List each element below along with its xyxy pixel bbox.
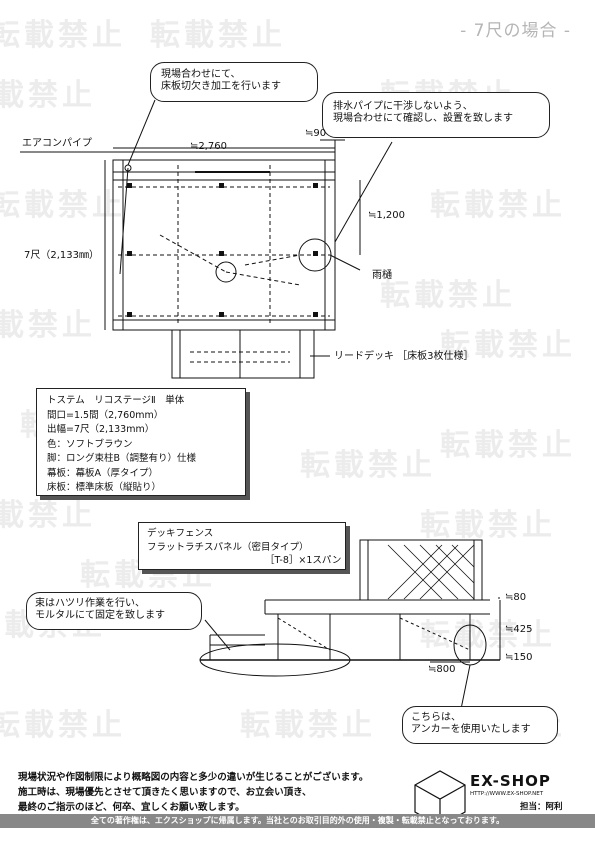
callout-cut-line-1: 現場合わせにて、 bbox=[161, 69, 241, 80]
spec-line: トステム リコステージⅡ 単体 bbox=[47, 395, 185, 406]
spec-line: 幕板：幕板A（厚タイプ） bbox=[47, 467, 158, 479]
lead-deck-label: リードデッキ ［床板3枚仕様］ bbox=[334, 351, 474, 362]
dim-depth-right: ≒1,200 bbox=[368, 210, 406, 221]
notice-line: 施工時は、現場優先とさせて頂きたく思いますので、お立会い頂き、 bbox=[18, 787, 312, 798]
notice-line: 現場状況や作図制限により概略図の内容と多少の違いが生じることがございます。 bbox=[18, 772, 369, 783]
brand-url: HTTP://WWW.EX-SHOP.NET bbox=[470, 791, 544, 797]
dim-depth-left: 7尺（2,133㎜） bbox=[24, 250, 99, 261]
callout-post: 束はハツリ作業を行い、 モルタルにて固定を致します bbox=[26, 592, 202, 630]
callout-pipe-line-2: 現場合わせにて確認し、設置を致します bbox=[333, 113, 513, 124]
callout-cut-line-2: 床板切欠き加工を行います bbox=[161, 81, 281, 92]
page-title: - 7尺の場合 - bbox=[460, 21, 571, 41]
callout-pipe: 排水パイプに干渉しないよう、 現場合わせにて確認し、設置を致します bbox=[322, 92, 550, 138]
notice-line: 最終のご指示のほど、何卒、宜しくお願い致します。 bbox=[18, 802, 245, 813]
fence-line: ［T-8］×1スパン bbox=[265, 555, 342, 566]
fence-box: デッキフェンス フラットラチスパネル（密目タイプ） ［T-8］×1スパン bbox=[138, 522, 346, 570]
spec-line: 間口=1.5間（2,760mm） bbox=[47, 409, 164, 421]
callout-anchor-line-1: こちらは、 bbox=[411, 712, 461, 723]
callout-pipe-line-1: 排水パイプに干渉しないよう、 bbox=[333, 101, 473, 112]
callout-anchor: こちらは、 アンカーを使用いたします bbox=[402, 706, 558, 744]
dim-800: ≒800 bbox=[428, 664, 456, 675]
brand-name: EX-SHOP bbox=[470, 772, 551, 790]
callout-post-line-2: モルタルにて固定を致します bbox=[35, 610, 165, 621]
spec-line: 出幅=7尺（2,133mm） bbox=[47, 424, 155, 435]
callout-anchor-line-2: アンカーを使用いたします bbox=[411, 724, 531, 735]
dim-425: ≒425 bbox=[505, 624, 533, 635]
drain-pipe bbox=[215, 261, 237, 283]
dim-width: ≒2,760 bbox=[190, 141, 228, 152]
gutter-label: 雨樋 bbox=[372, 270, 392, 281]
spec-line: 床板：標準床板（縦貼り） bbox=[47, 482, 162, 493]
dim-150: ≒150 bbox=[505, 652, 533, 663]
dim-gap: ≒90 bbox=[305, 128, 327, 139]
spec-line: 脚：ロング束柱B（調整有り）仕様 bbox=[47, 453, 197, 464]
copyright-bar: 全ての著作権は、エクスショップに帰属します。当社とのお取引目的外の使用・複製・転… bbox=[0, 814, 595, 828]
dim-80: ≒80 bbox=[505, 592, 527, 603]
spec-box: トステム リコステージⅡ 単体 間口=1.5間（2,760mm） 出幅=7尺（2… bbox=[36, 388, 246, 496]
lead-deck bbox=[171, 329, 315, 379]
notice: 現場状況や作図制限により概略図の内容と多少の違いが生じることがございます。 施工… bbox=[18, 770, 368, 815]
staff-label: 担当：阿利 bbox=[520, 802, 563, 812]
callout-cut: 現場合わせにて、 床板切欠き加工を行います bbox=[150, 62, 318, 102]
callout-post-line-1: 束はハツリ作業を行い、 bbox=[35, 598, 145, 609]
fence-line: デッキフェンス bbox=[147, 528, 214, 539]
fence-line: フラットラチスパネル（密目タイプ） bbox=[147, 541, 309, 553]
aircon-pipe-label: エアコンパイプ bbox=[22, 138, 92, 149]
spec-line: 色：ソフトブラウン bbox=[47, 438, 133, 450]
